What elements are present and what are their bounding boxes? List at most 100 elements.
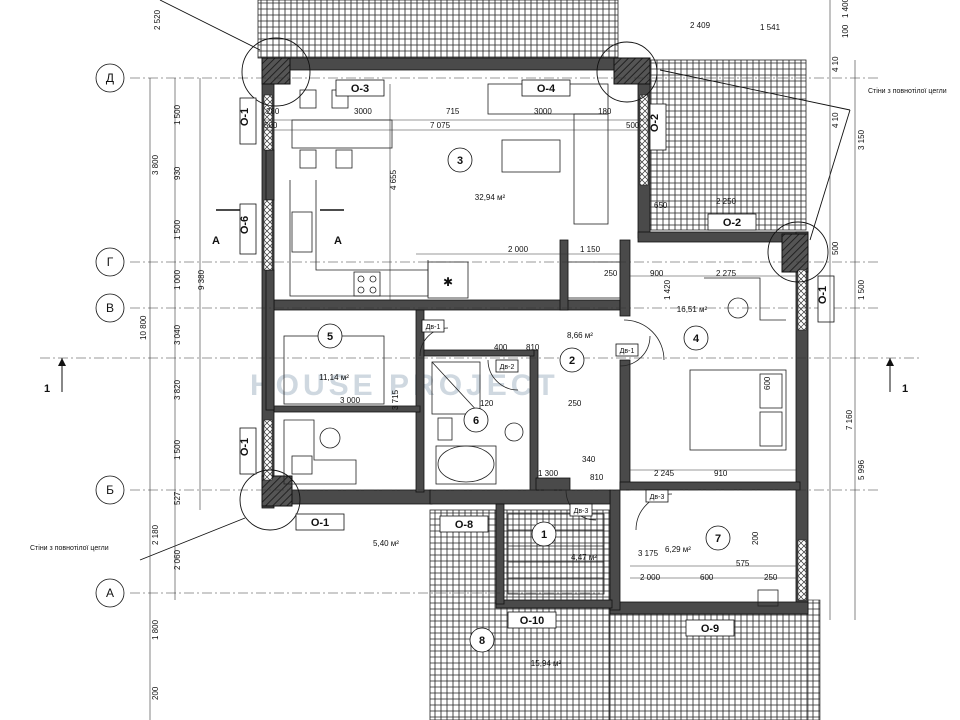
sofa bbox=[487, 83, 609, 225]
dining-table bbox=[291, 89, 393, 169]
svg-text:1: 1 bbox=[541, 529, 547, 541]
svg-text:180: 180 bbox=[598, 107, 612, 116]
outer-walls bbox=[261, 57, 809, 615]
svg-text:3: 3 bbox=[457, 155, 463, 167]
svg-text:16,51 м²: 16,51 м² bbox=[677, 305, 708, 314]
svg-text:8,66 м²: 8,66 м² bbox=[567, 331, 593, 340]
svg-text:2 000: 2 000 bbox=[508, 245, 529, 254]
svg-text:1: 1 bbox=[44, 383, 50, 395]
svg-text:120: 120 bbox=[480, 399, 494, 408]
svg-text:500: 500 bbox=[626, 121, 640, 130]
svg-text:5 996: 5 996 bbox=[857, 459, 866, 480]
bathroom-fixtures bbox=[431, 361, 524, 485]
svg-text:8: 8 bbox=[479, 635, 485, 647]
svg-text:2 275: 2 275 bbox=[716, 269, 737, 278]
svg-text:250: 250 bbox=[568, 399, 582, 408]
svg-text:2 180: 2 180 bbox=[151, 524, 160, 545]
svg-text:715: 715 bbox=[446, 107, 460, 116]
svg-text:10 800: 10 800 bbox=[139, 315, 148, 340]
svg-text:О-2: О-2 bbox=[649, 114, 661, 132]
svg-text:Г: Г bbox=[107, 255, 114, 269]
svg-text:3 150: 3 150 bbox=[857, 129, 866, 150]
axis-markers: Д Г В Б А bbox=[95, 63, 125, 608]
svg-text:7 075: 7 075 bbox=[430, 121, 451, 130]
svg-text:3 000: 3 000 bbox=[340, 396, 361, 405]
svg-text:1 150: 1 150 bbox=[580, 245, 601, 254]
svg-text:810: 810 bbox=[526, 343, 540, 352]
section-markers: 1 1 А А bbox=[44, 209, 908, 395]
svg-text:1 500: 1 500 bbox=[173, 439, 182, 460]
svg-text:7: 7 bbox=[715, 533, 721, 545]
svg-text:3 820: 3 820 bbox=[173, 379, 182, 400]
svg-text:2 060: 2 060 bbox=[173, 549, 182, 570]
axis-lines bbox=[40, 77, 920, 594]
dimension-lines bbox=[149, 0, 856, 720]
svg-text:О-9: О-9 bbox=[701, 623, 719, 635]
svg-text:1 500: 1 500 bbox=[857, 279, 866, 300]
svg-text:100: 100 bbox=[841, 24, 850, 38]
svg-text:3 040: 3 040 bbox=[173, 324, 182, 345]
svg-text:2 250: 2 250 bbox=[716, 197, 737, 206]
svg-text:6: 6 bbox=[473, 415, 479, 427]
stairs bbox=[507, 513, 605, 595]
svg-text:Дв-3: Дв-3 bbox=[574, 508, 589, 515]
svg-text:1 800: 1 800 bbox=[151, 619, 160, 640]
svg-text:1 400: 1 400 bbox=[841, 0, 850, 18]
svg-text:О-2: О-2 bbox=[723, 217, 741, 229]
svg-text:11,14 м²: 11,14 м² bbox=[319, 373, 349, 382]
svg-text:3 800: 3 800 bbox=[151, 154, 160, 175]
svg-text:4 10: 4 10 bbox=[831, 112, 840, 128]
svg-text:Б: Б bbox=[106, 483, 114, 497]
svg-text:О-1: О-1 bbox=[239, 438, 251, 456]
svg-text:5: 5 bbox=[327, 331, 333, 343]
watermark: HOUSE PROJECT bbox=[250, 369, 559, 402]
svg-text:✱: ✱ bbox=[443, 275, 453, 289]
svg-text:810: 810 bbox=[590, 473, 604, 482]
svg-text:2 245: 2 245 bbox=[654, 469, 675, 478]
svg-text:4,47 м²: 4,47 м² bbox=[571, 553, 597, 562]
svg-text:15,94 м²: 15,94 м² bbox=[531, 659, 562, 668]
corner-pillars bbox=[261, 57, 809, 507]
svg-text:9 380: 9 380 bbox=[197, 269, 206, 290]
svg-text:2 520: 2 520 bbox=[153, 9, 162, 30]
svg-text:О-4: О-4 bbox=[537, 83, 556, 95]
svg-text:О-6: О-6 bbox=[239, 216, 251, 234]
svg-text:500: 500 bbox=[831, 241, 840, 255]
svg-text:280: 280 bbox=[266, 107, 280, 116]
inner-walls bbox=[265, 149, 801, 493]
svg-text:500: 500 bbox=[264, 121, 278, 130]
svg-text:1 000: 1 000 bbox=[173, 269, 182, 290]
room-labels: 3 32,94 м² 2 8,66 м² 4 16,51 м² 5 11,14 … bbox=[317, 147, 731, 668]
svg-text:1 541: 1 541 bbox=[760, 23, 781, 32]
svg-text:650: 650 bbox=[654, 201, 668, 210]
svg-text:А: А bbox=[212, 235, 220, 247]
svg-text:1 420: 1 420 bbox=[663, 279, 672, 300]
svg-text:1: 1 bbox=[902, 383, 908, 395]
svg-text:О-3: О-3 bbox=[351, 83, 369, 95]
terrace-top bbox=[257, 0, 619, 59]
svg-text:575: 575 bbox=[736, 559, 750, 568]
svg-text:1 500: 1 500 bbox=[173, 219, 182, 240]
svg-text:А: А bbox=[106, 586, 114, 600]
svg-text:400: 400 bbox=[494, 343, 508, 352]
svg-text:32,94 м²: 32,94 м² bbox=[475, 193, 506, 202]
svg-text:А: А bbox=[334, 235, 342, 247]
svg-text:О-1: О-1 bbox=[817, 286, 829, 304]
svg-text:900: 900 bbox=[650, 269, 664, 278]
svg-text:6,29 м²: 6,29 м² bbox=[665, 545, 691, 554]
svg-text:1 500: 1 500 bbox=[173, 104, 182, 125]
svg-text:200: 200 bbox=[751, 531, 760, 545]
svg-text:3000: 3000 bbox=[534, 107, 552, 116]
svg-text:2 409: 2 409 bbox=[690, 21, 711, 30]
door-tags: Дв-1 Дв-2 Дв-1 Дв-3 Дв-3 bbox=[421, 319, 669, 517]
svg-text:Дв-3: Дв-3 bbox=[650, 494, 665, 501]
dimension-texts: 2 520 1 500 930 3 800 1 500 1 000 9 380 … bbox=[139, 0, 866, 700]
kitchen: ✱ bbox=[289, 180, 469, 299]
wall-note-right: Стіни з повнотілої цегли bbox=[868, 87, 947, 95]
svg-text:910: 910 bbox=[714, 469, 728, 478]
svg-text:О-10: О-10 bbox=[520, 615, 544, 627]
svg-text:930: 930 bbox=[173, 166, 182, 180]
svg-text:250: 250 bbox=[604, 269, 618, 278]
wall-note-left: Стіни з повнотілої цегли bbox=[30, 544, 109, 552]
